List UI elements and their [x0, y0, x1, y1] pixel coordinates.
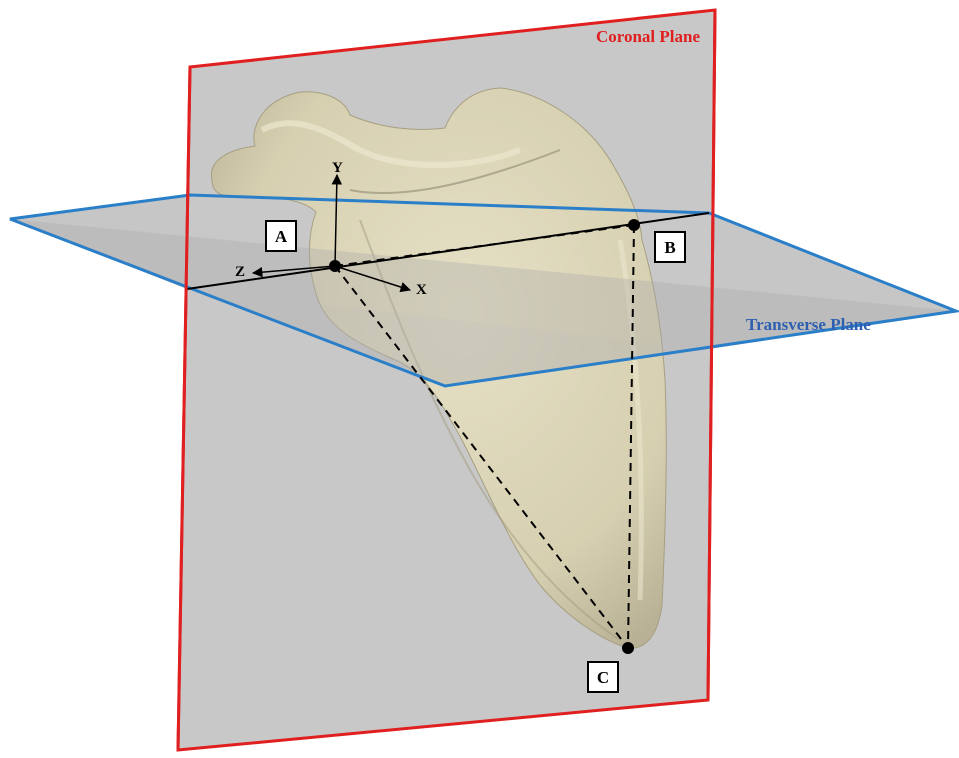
x-axis-label: X	[416, 282, 427, 298]
landmark-c-label-box: C	[588, 662, 618, 692]
coronal-plane-label: Coronal Plane	[596, 27, 701, 46]
landmark-a-point	[329, 260, 341, 272]
landmark-a-label-box: A	[266, 221, 296, 251]
landmark-b-point	[628, 219, 640, 231]
landmark-b-label: B	[664, 238, 675, 257]
landmark-a-label: A	[275, 227, 288, 246]
landmark-c-point	[622, 642, 634, 654]
transverse-plane-label: Transverse Plane	[746, 315, 871, 334]
z-axis-label: Z	[235, 264, 245, 280]
landmark-b-label-box: B	[655, 232, 685, 262]
y-axis-label: Y	[332, 160, 343, 176]
landmark-c-label: C	[597, 668, 609, 687]
